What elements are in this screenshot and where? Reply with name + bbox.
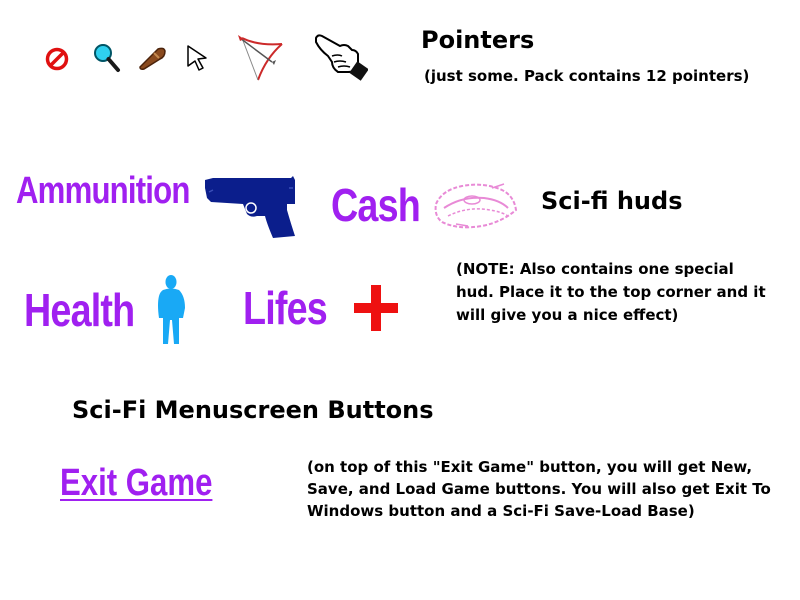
pointers-subtitle: (just some. Pack contains 12 pointers): [424, 67, 750, 85]
menu-note: (on top of this "Exit Game" button, you …: [307, 458, 771, 520]
pointing-hand-icon: [315, 34, 368, 81]
cash-label: Cash: [331, 179, 421, 231]
menu-title: Sci-Fi Menuscreen Buttons: [72, 396, 434, 424]
pointers-title: Pointers: [421, 26, 535, 54]
huds-title: Sci-fi huds: [541, 187, 683, 215]
lifes-label: Lifes: [243, 282, 328, 334]
health-label: Health: [24, 284, 135, 336]
cash-icon: [434, 183, 518, 229]
exit-game-button[interactable]: Exit Game: [60, 462, 213, 504]
ammunition-label: Ammunition: [16, 170, 190, 212]
arrow-cursor-icon: [187, 45, 207, 71]
bullet-icon: [139, 47, 166, 70]
no-entry-icon: [45, 47, 69, 71]
person-silhouette-icon: [158, 275, 185, 344]
bow-arrow-icon: [238, 35, 283, 81]
red-cross-icon: [354, 285, 398, 331]
pistol-icon: [205, 176, 295, 238]
huds-note: (NOTE: Also contains one special hud. Pl…: [456, 260, 766, 324]
magnifier-icon: [94, 44, 120, 72]
